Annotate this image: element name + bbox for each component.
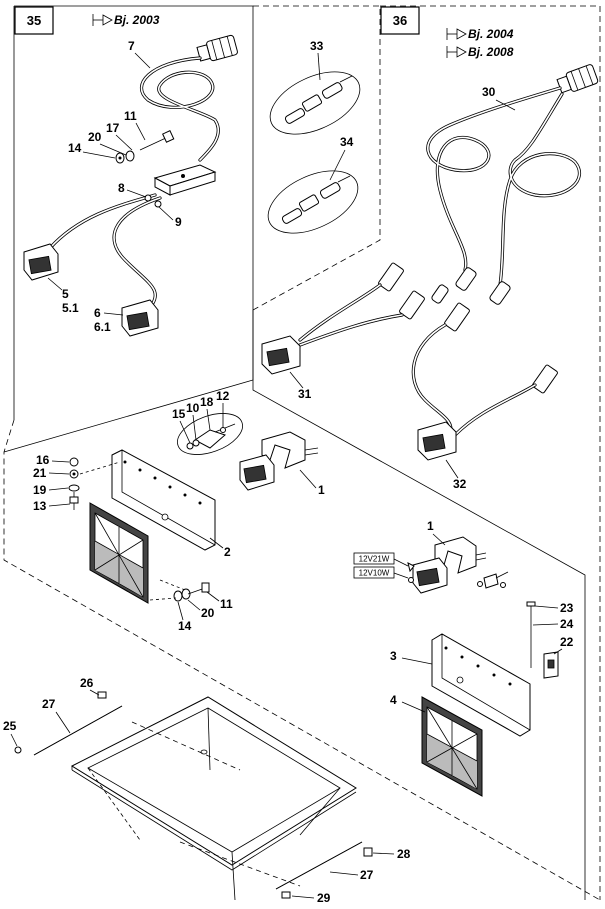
section-36-dashed-frame	[252, 5, 601, 900]
part-number-5: 5	[62, 287, 69, 301]
part-number-33: 33	[310, 39, 324, 53]
part-number-8: 8	[118, 181, 125, 195]
part-number-27-lower: 27	[360, 868, 374, 882]
part-number-18: 18	[200, 395, 214, 409]
section-36-box	[380, 6, 420, 35]
tail-light-1-right	[412, 536, 509, 594]
revision-marker-icon	[446, 46, 467, 58]
bracket-2	[111, 449, 216, 551]
part-number-12: 12	[216, 389, 230, 403]
part-number-13: 13	[33, 499, 47, 513]
cable-tie	[526, 601, 559, 679]
harness-7	[48, 34, 238, 312]
tail-light-1-upper	[239, 431, 319, 491]
part-number-34: 34	[340, 135, 354, 149]
part-number-31: 31	[298, 387, 312, 401]
part-number-32: 32	[453, 477, 467, 491]
part-number-9: 9	[175, 215, 182, 229]
section-36-label: 36	[393, 13, 407, 28]
section-35-label: 35	[27, 13, 41, 28]
part-number-17: 17	[106, 121, 120, 135]
harness-30	[426, 64, 599, 305]
part-number-1-right: 1	[427, 519, 434, 533]
harness-31	[261, 262, 449, 375]
part-number-14-lower: 14	[178, 619, 192, 633]
part-number-7: 7	[128, 39, 135, 53]
part-number-27-upper: 27	[42, 697, 56, 711]
reflector-board-left	[89, 502, 149, 604]
part-number-10: 10	[186, 401, 200, 415]
part-number-20: 20	[88, 130, 102, 144]
part-number-3: 3	[390, 649, 397, 663]
part-number-4: 4	[390, 693, 397, 707]
connector-34	[267, 170, 359, 234]
part-number-19: 19	[33, 483, 47, 497]
part-number-24: 24	[560, 617, 574, 631]
revision-marker-icon	[92, 14, 113, 26]
section-35-dashed-border	[3, 419, 601, 901]
hopper-frame	[70, 696, 357, 901]
connector-33	[269, 71, 361, 135]
bracket-mount-hardware	[68, 457, 121, 510]
part-number-23: 23	[560, 601, 574, 615]
section-35-box	[14, 6, 54, 35]
part-number-30: 30	[482, 85, 496, 99]
bolt-hardware-lower	[149, 579, 210, 602]
part-number-21: 21	[33, 466, 47, 480]
part-number-11-lower: 11	[220, 597, 233, 611]
rod-27-lower	[275, 841, 373, 899]
revision-2008: Bj. 2008	[468, 45, 514, 59]
section-35-frame	[3, 5, 254, 453]
rod-27-upper	[14, 691, 123, 756]
part-number-15: 15	[172, 407, 186, 421]
part-number-25: 25	[3, 719, 17, 733]
bulb-12v10w-label: 12V10W	[353, 566, 414, 583]
bracket-hardware-group	[177, 413, 243, 455]
revision-2004: Bj. 2004	[468, 27, 514, 41]
part-number-5-1: 5.1	[62, 301, 79, 315]
part-number-2: 2	[224, 545, 231, 559]
part-number-29: 29	[317, 891, 331, 905]
part-number-22: 22	[560, 635, 574, 649]
revision-marker-icon	[446, 28, 467, 40]
bracket-3	[431, 633, 531, 737]
tail-light-6	[121, 299, 159, 337]
part-number-6-1: 6.1	[94, 320, 111, 334]
revision-2003: Bj. 2003	[114, 13, 160, 27]
bulb-12v21w-label: 12V21W	[353, 552, 415, 573]
part-number-6: 6	[94, 306, 101, 320]
svg-text:12V10W: 12V10W	[359, 569, 390, 578]
part-number-26: 26	[80, 676, 94, 690]
part-number-1-upper: 1	[318, 483, 325, 497]
part-number-14: 14	[68, 141, 82, 155]
part-number-11: 11	[124, 109, 137, 123]
part-number-20-lower: 20	[201, 606, 215, 620]
harness-32	[411, 302, 558, 461]
part-number-28: 28	[397, 847, 411, 861]
part-number-16: 16	[36, 453, 50, 467]
reflector-board-right	[421, 696, 483, 797]
section-36-frame	[252, 310, 586, 900]
tail-light-5	[23, 243, 59, 281]
bolt-hardware	[115, 130, 175, 164]
svg-text:12V21W: 12V21W	[359, 555, 390, 564]
